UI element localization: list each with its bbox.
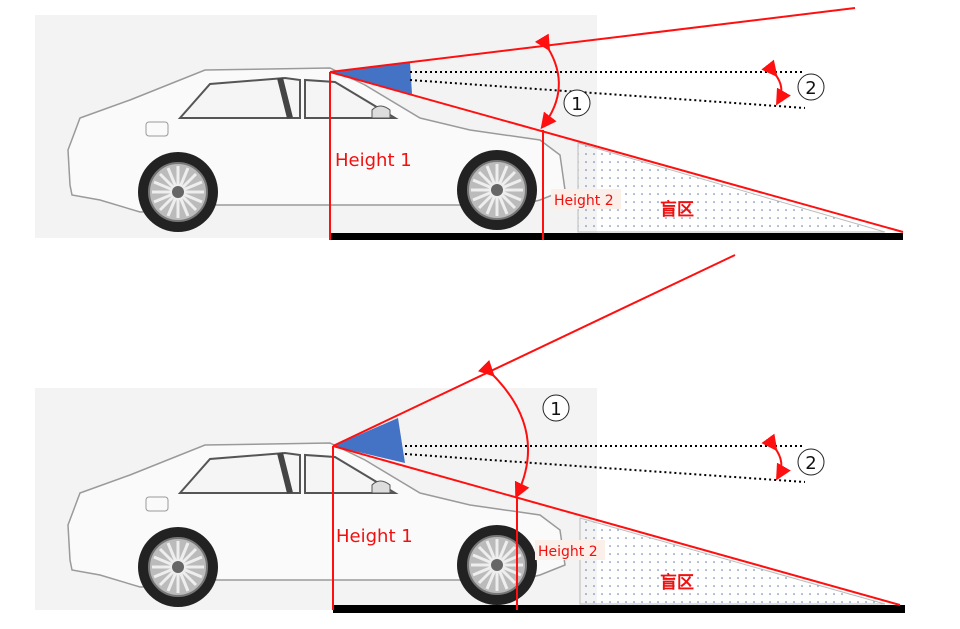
height1-label: Height 1 xyxy=(336,526,413,547)
blind-zone-label: 盲区 xyxy=(660,199,694,220)
dotted-tilted-line xyxy=(404,453,806,483)
height2-label: Height 2 xyxy=(554,193,614,209)
blind-zone-label: 盲区 xyxy=(660,572,694,593)
angle2-label: 2 xyxy=(805,453,816,474)
panel-bottom: 1 2 Height 1 Height 2 盲区 xyxy=(35,254,905,613)
angle1-label: 1 xyxy=(571,94,582,115)
blind-zone-area xyxy=(577,142,886,233)
upper-sight-line xyxy=(332,254,736,447)
ground-line xyxy=(330,233,903,240)
angle1-badge xyxy=(563,89,591,117)
angle2-badge xyxy=(797,73,825,101)
height2-label: Height 2 xyxy=(538,544,598,560)
panel-top: 1 2 Height 1 Height 2 盲区 xyxy=(35,7,904,240)
lower-sight-line xyxy=(329,71,904,233)
upper-sight-line xyxy=(329,7,856,73)
angle1-arc xyxy=(534,33,560,130)
angle1-label: 1 xyxy=(550,399,561,420)
angle2-arc xyxy=(761,59,791,106)
angle1-arc xyxy=(477,359,530,499)
angle1-badge xyxy=(542,394,570,422)
angle2-arc xyxy=(761,433,791,481)
ground-line xyxy=(333,605,905,613)
angle2-label: 2 xyxy=(805,78,816,99)
height1-label: Height 1 xyxy=(335,150,412,171)
dotted-tilted-line xyxy=(409,79,806,109)
blind-zone-area xyxy=(579,517,886,605)
angle2-badge xyxy=(797,448,825,476)
lower-sight-line xyxy=(332,445,901,606)
view-angle-wedge xyxy=(333,418,405,463)
